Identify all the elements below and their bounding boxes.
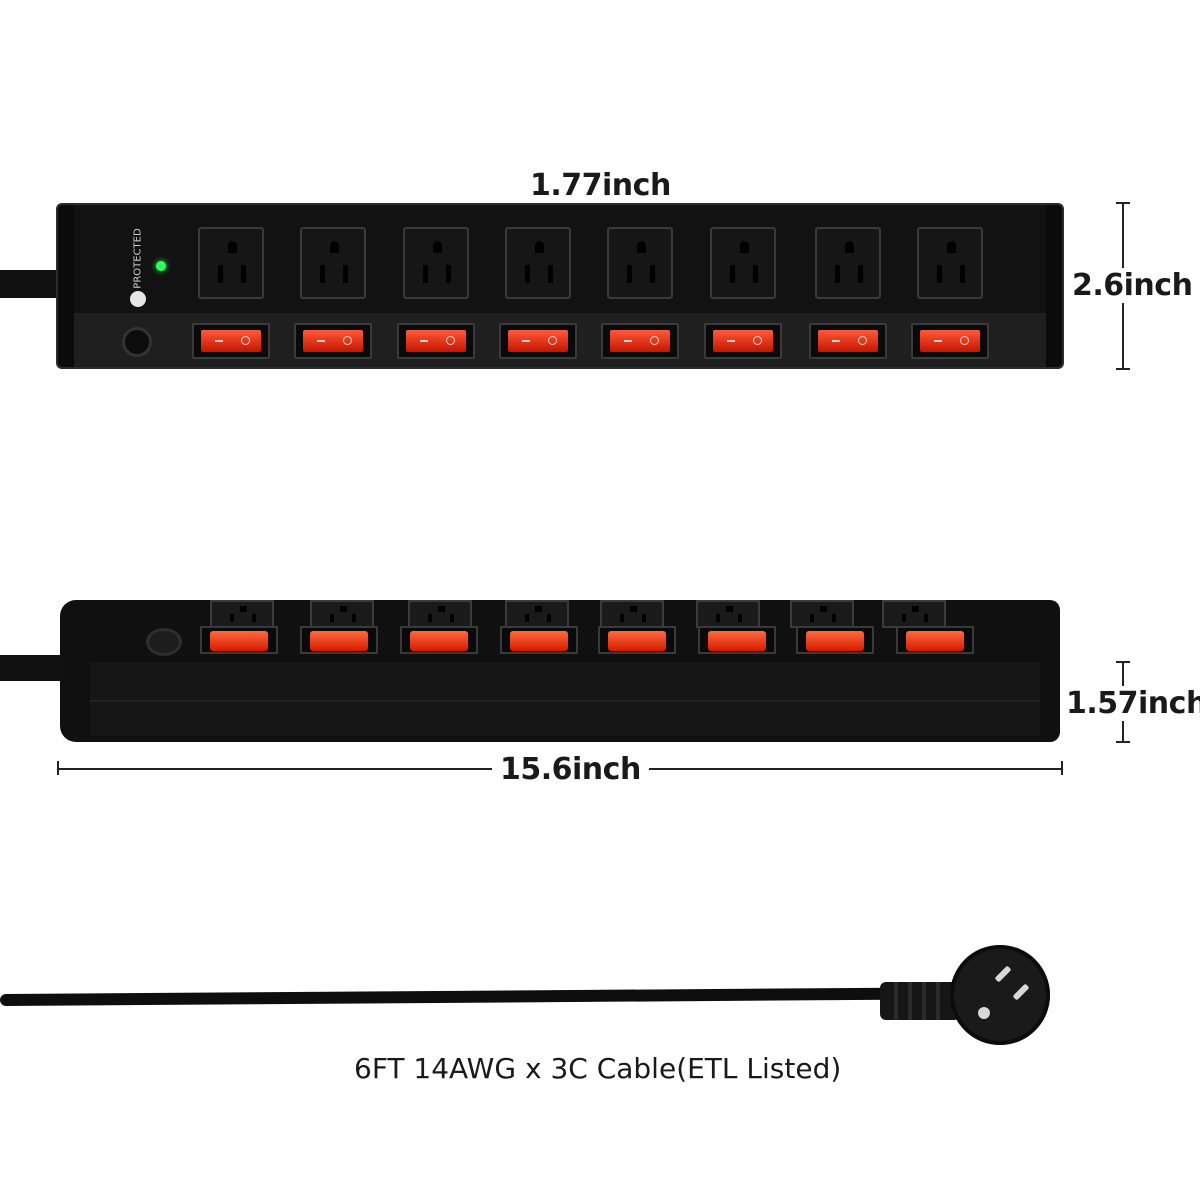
outlet-2 (300, 227, 366, 299)
length-label: 15.6inch (492, 752, 649, 787)
outlet-switch-1[interactable] (192, 323, 270, 359)
outlet-3 (408, 600, 472, 628)
height-label: 2.6inch (1070, 268, 1195, 303)
height-tick-bottom (1116, 368, 1130, 370)
outlet-5 (600, 600, 664, 628)
depth-label: 1.57inch (1064, 686, 1200, 721)
brand-text: PROTECTED (132, 228, 144, 289)
length-tick-right (1061, 761, 1063, 775)
outlet-1 (198, 227, 264, 299)
cable-caption: 6FT 14AWG x 3C Cable(ETL Listed) (354, 1052, 842, 1085)
outlet-8 (917, 227, 983, 299)
depth-tick-bottom (1116, 741, 1130, 743)
end-cap-right (1046, 205, 1062, 367)
outlet-switch-2[interactable] (294, 323, 372, 359)
outlet-8 (882, 600, 946, 628)
outlet-4 (505, 600, 569, 628)
outlet-4 (505, 227, 571, 299)
outlet-switch-5[interactable] (598, 626, 676, 654)
brand-mark: PROTECTED (128, 223, 148, 313)
plug-ground-pin (978, 1007, 990, 1019)
end-cap-left (58, 205, 74, 367)
outlet-switch-1[interactable] (200, 626, 278, 654)
plug-prong (1012, 983, 1030, 1001)
outlet-switch-4[interactable] (500, 626, 578, 654)
plug-prong (994, 965, 1012, 983)
outlet-7 (815, 227, 881, 299)
outlet-7 (790, 600, 854, 628)
outlet-switch-3[interactable] (397, 323, 475, 359)
outlet-3 (403, 227, 469, 299)
strip-side-face (90, 662, 1040, 736)
height-tick-top (1116, 202, 1130, 204)
outlet-switch-8[interactable] (896, 626, 974, 654)
power-cord-top (0, 270, 62, 298)
outlet-6 (696, 600, 760, 628)
power-led-icon (156, 261, 166, 271)
outlet-switch-6[interactable] (698, 626, 776, 654)
reset-button-icon[interactable] (122, 327, 152, 357)
outlet-switch-5[interactable] (601, 323, 679, 359)
shield-icon (130, 291, 146, 307)
outlet-switch-4[interactable] (499, 323, 577, 359)
outlet-switch-8[interactable] (911, 323, 989, 359)
outlet-switch-6[interactable] (704, 323, 782, 359)
length-tick-left (57, 761, 59, 775)
outlet-spacing-label: 1.77inch (530, 168, 671, 203)
strip-seam (90, 700, 1040, 702)
outlet-6 (710, 227, 776, 299)
power-cable (0, 987, 906, 1006)
outlet-5 (607, 227, 673, 299)
power-strip-angled-view (60, 600, 1060, 742)
outlet-switch-7[interactable] (809, 323, 887, 359)
flat-plug-icon (950, 945, 1050, 1045)
outlet-switch-7[interactable] (796, 626, 874, 654)
reset-button-icon[interactable] (146, 628, 182, 656)
outlet-switch-2[interactable] (300, 626, 378, 654)
power-strip-front-view: PROTECTED (56, 203, 1064, 369)
outlet-1 (210, 600, 274, 628)
outlet-switch-3[interactable] (400, 626, 478, 654)
outlet-2 (310, 600, 374, 628)
plug-strain-relief (880, 982, 960, 1020)
depth-tick-top (1116, 661, 1130, 663)
